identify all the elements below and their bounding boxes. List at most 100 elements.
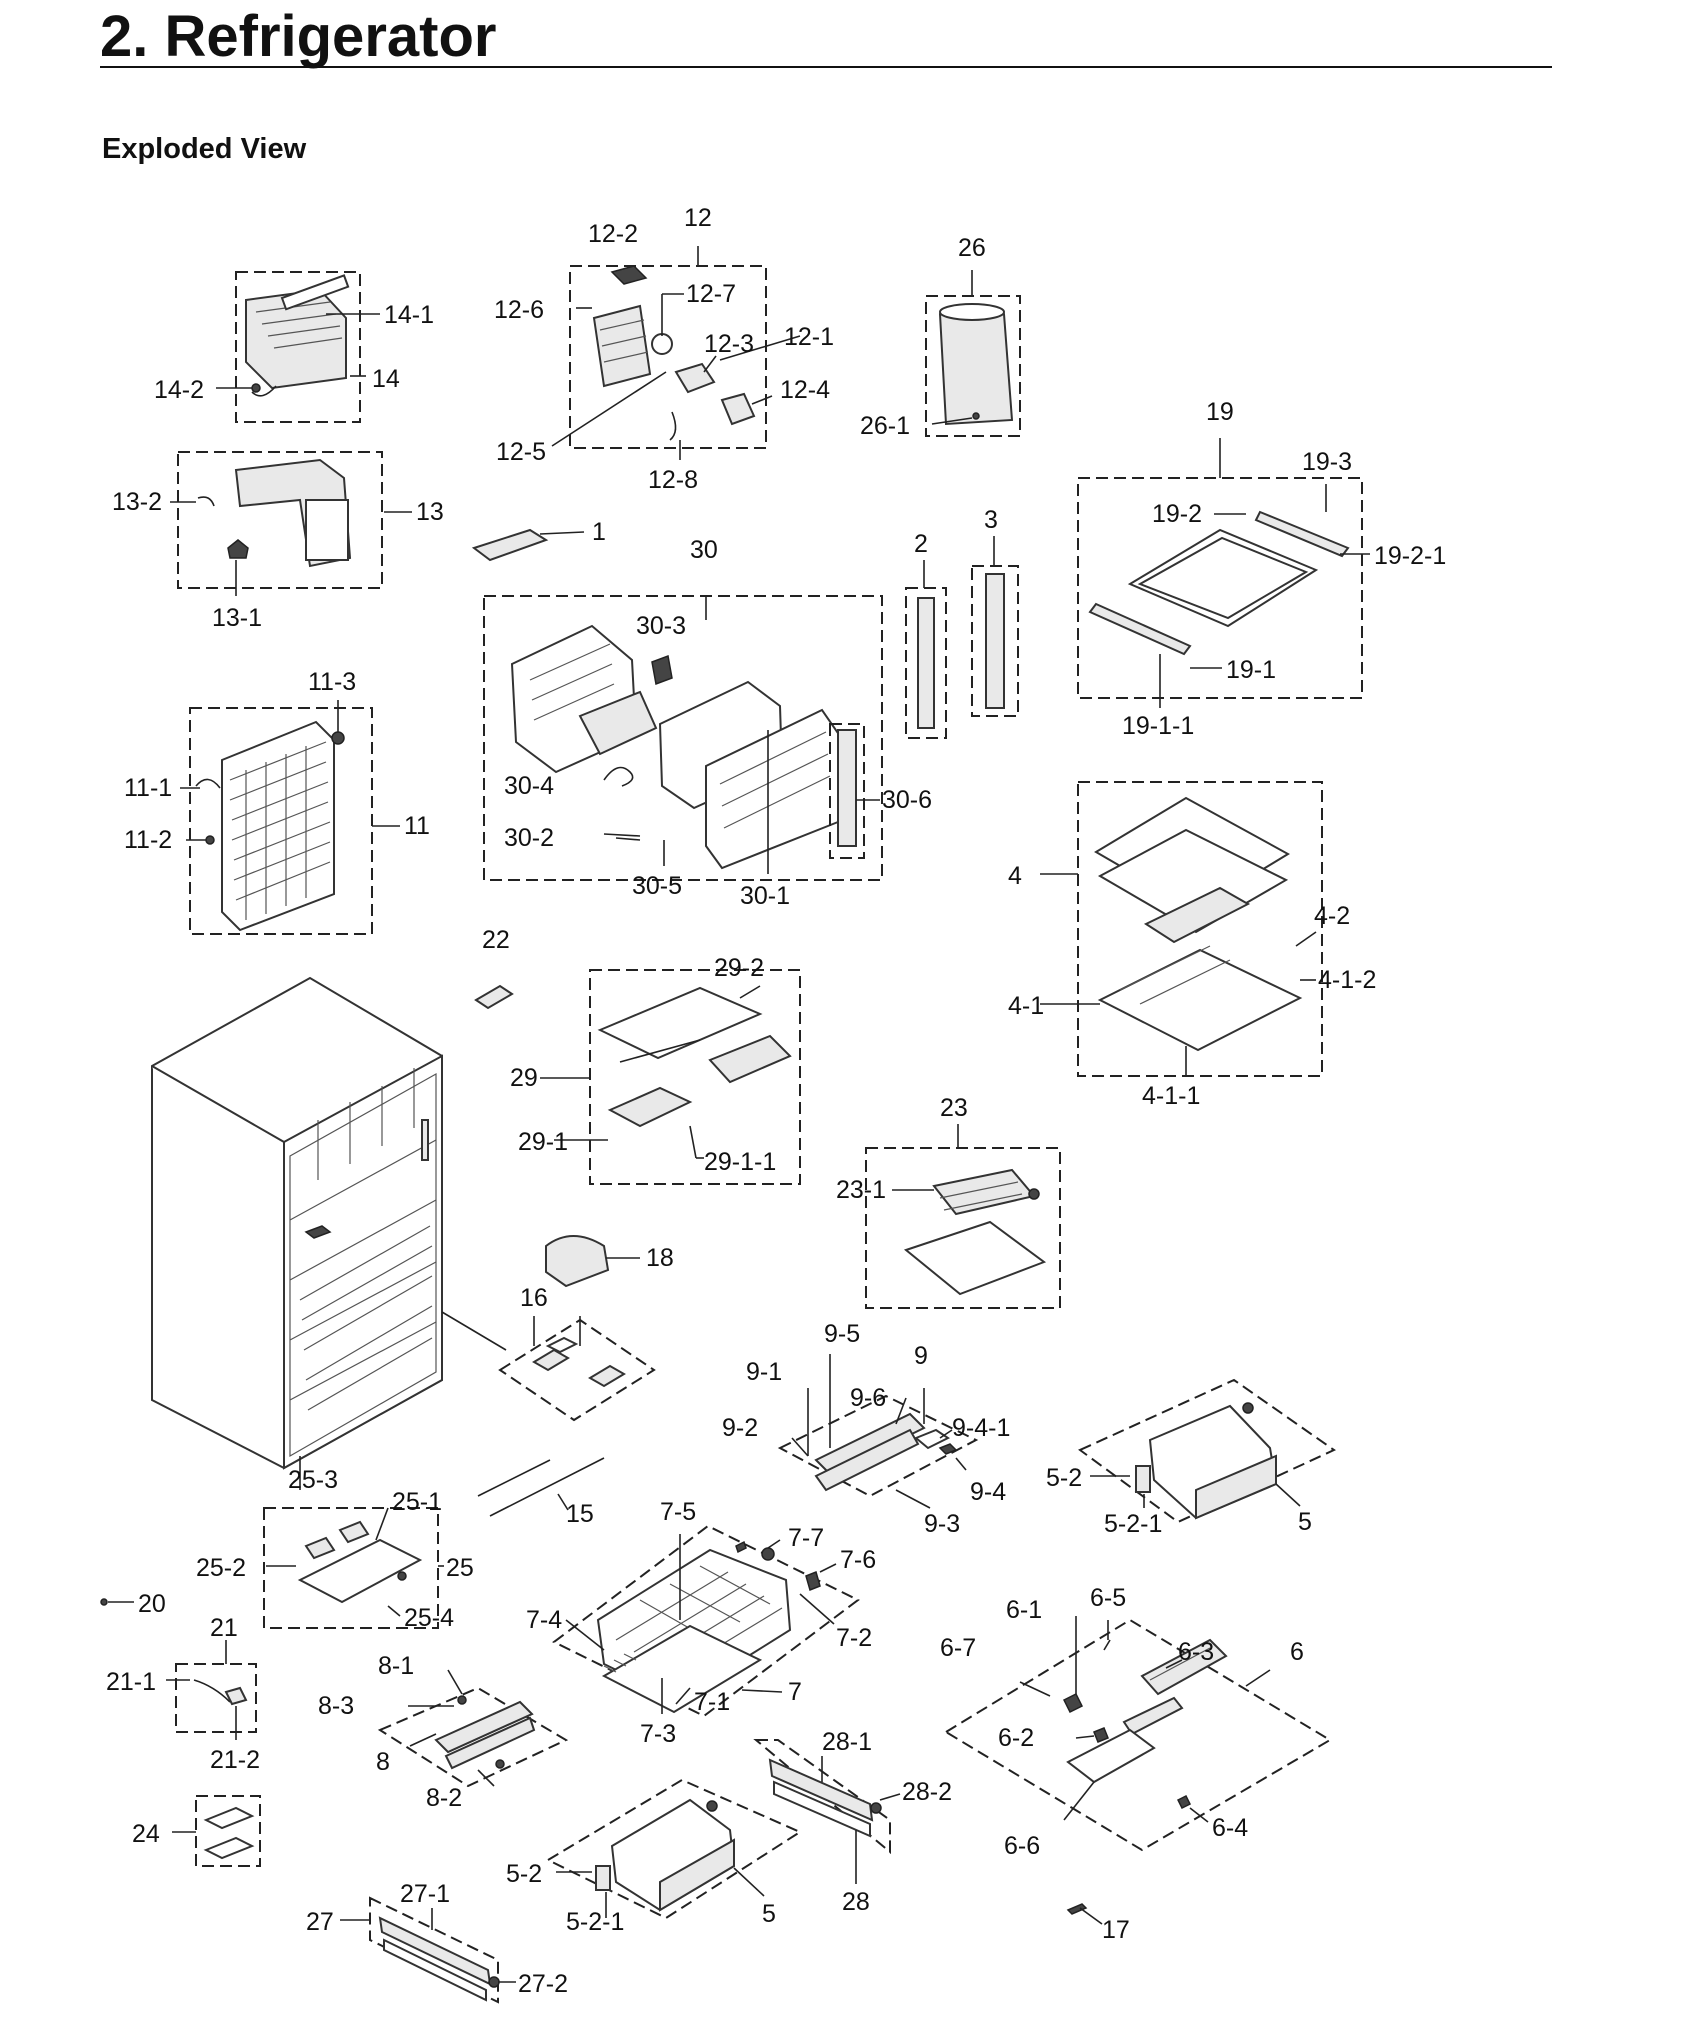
group-4-shelves: 4 4-2 4-1-2 4-1 4-1-1 <box>1008 781 1376 1110</box>
callout-30-2: 30-2 <box>504 824 554 852</box>
callout-6-2: 6-2 <box>998 1724 1034 1752</box>
callout-22: 22 <box>482 926 510 954</box>
callout-13: 13 <box>416 498 444 526</box>
callout-19-3: 19-3 <box>1302 448 1352 476</box>
group-14-ice-maker: 14-1 14 14-2 <box>154 271 434 423</box>
callout-5-2-1-right: 5-2-1 <box>1104 1510 1162 1538</box>
callout-25: 25 <box>446 1554 474 1582</box>
callout-8-3: 8-3 <box>318 1692 354 1720</box>
callout-9-5: 9-5 <box>824 1320 860 1348</box>
group-8: 8-1 8-3 8 8-2 <box>318 1652 569 1812</box>
callout-13-1: 13-1 <box>212 604 262 632</box>
callout-21-2: 21-2 <box>210 1746 260 1774</box>
callout-11-2: 11-2 <box>124 826 172 854</box>
callout-12-5: 12-5 <box>496 438 546 466</box>
callout-19-1: 19-1 <box>1226 656 1276 684</box>
callout-3: 3 <box>984 506 998 534</box>
callout-12-4: 12-4 <box>780 376 830 404</box>
callout-27-2: 27-2 <box>518 1970 568 1998</box>
callout-14-2: 14-2 <box>154 376 204 404</box>
callout-7-3: 7-3 <box>640 1720 676 1748</box>
group-25: 25-1 25-2 25 25-4 <box>196 1488 474 1632</box>
callout-2: 2 <box>914 530 928 558</box>
callout-1: 1 <box>592 518 606 546</box>
callout-11: 11 <box>404 812 430 840</box>
callout-8-1: 8-1 <box>378 1652 414 1680</box>
callout-15: 15 <box>566 1500 594 1528</box>
callout-13-2: 13-2 <box>112 488 162 516</box>
callout-8: 8 <box>376 1748 390 1776</box>
callout-14: 14 <box>372 365 400 393</box>
callout-19-1-1: 19-1-1 <box>1122 712 1194 740</box>
group-23: 23 23-1 <box>836 1094 1061 1309</box>
callout-11-1: 11-1 <box>124 774 172 802</box>
callout-23: 23 <box>940 1094 968 1122</box>
callout-6: 6 <box>1290 1638 1304 1666</box>
callout-28-2: 28-2 <box>902 1778 952 1806</box>
group-5-right: 5-2 5-2-1 5 <box>1046 1378 1336 1538</box>
callout-30-1: 30-1 <box>740 882 790 910</box>
callout-30-4: 30-4 <box>504 772 554 800</box>
part-18-16: 18 16 <box>441 1235 674 1422</box>
callout-4-1-2: 4-1-2 <box>1318 966 1376 994</box>
callout-19: 19 <box>1206 398 1234 426</box>
callout-9-4-1: 9-4-1 <box>952 1414 1010 1442</box>
callout-4-2: 4-2 <box>1314 902 1350 930</box>
callout-26-1: 26-1 <box>860 412 910 440</box>
part-15: 15 <box>477 1457 605 1528</box>
callout-29-2: 29-2 <box>714 954 764 982</box>
group-29-crispers: 29-2 29 29-1 29-1-1 <box>510 954 801 1185</box>
section-subtitle: Exploded View <box>102 133 307 165</box>
callout-12-8: 12-8 <box>648 466 698 494</box>
callout-6-5: 6-5 <box>1090 1584 1126 1612</box>
callout-9-4: 9-4 <box>970 1478 1006 1506</box>
callout-25-3: 25-3 <box>288 1466 338 1494</box>
part-1: 1 <box>471 518 606 562</box>
group-9: 9-5 9 9-1 9-6 9-4-1 9-2 9-4 9-3 <box>722 1320 1010 1538</box>
callout-20: 20 <box>138 1590 166 1618</box>
callout-12-2: 12-2 <box>588 220 638 248</box>
title-rule <box>100 66 1552 68</box>
callout-29: 29 <box>510 1064 538 1092</box>
callout-7-2: 7-2 <box>836 1624 872 1652</box>
callout-12-6: 12-6 <box>494 296 544 324</box>
callout-29-1: 29-1 <box>518 1128 568 1156</box>
callout-27: 27 <box>306 1908 334 1936</box>
part-17: 17 <box>1066 1903 1130 1944</box>
callout-19-2-1: 19-2-1 <box>1374 542 1446 570</box>
callout-25-1: 25-1 <box>392 1488 442 1516</box>
callout-9-3: 9-3 <box>924 1510 960 1538</box>
callout-30-5: 30-5 <box>632 872 682 900</box>
callout-5-bottom: 5 <box>762 1900 776 1928</box>
callout-7: 7 <box>788 1678 802 1706</box>
callout-30: 30 <box>690 536 718 564</box>
parts-2-3-trims: 2 3 <box>905 506 1019 739</box>
callout-7-1: 7-1 <box>694 1688 730 1716</box>
callout-14-1: 14-1 <box>384 301 434 329</box>
callout-6-7: 6-7 <box>940 1634 976 1662</box>
callout-24: 24 <box>132 1820 160 1848</box>
group-19-shelf: 19 19-3 19-2 19-2-1 19-1 19-1-1 <box>1077 398 1446 740</box>
callout-21-1: 21-1 <box>106 1668 156 1696</box>
group-11-evaporator: 11-3 11-1 11-2 11 <box>124 668 430 935</box>
callout-11-3: 11-3 <box>308 668 356 696</box>
callout-4-1: 4-1 <box>1008 992 1044 1020</box>
callout-7-7: 7-7 <box>788 1524 824 1552</box>
page-title: 2. Refrigerator <box>100 4 497 69</box>
callout-28-1: 28-1 <box>822 1728 872 1756</box>
callout-21: 21 <box>210 1614 238 1642</box>
callout-4: 4 <box>1008 862 1022 890</box>
callout-5-2-1-bottom: 5-2-1 <box>566 1908 624 1936</box>
callout-6-6: 6-6 <box>1004 1832 1040 1860</box>
callout-6-1: 6-1 <box>1006 1596 1042 1624</box>
callout-9-2: 9-2 <box>722 1414 758 1442</box>
callout-9: 9 <box>914 1342 928 1370</box>
group-21: 21 21-1 21-2 <box>106 1614 260 1774</box>
callout-25-2: 25-2 <box>196 1554 246 1582</box>
cabinet: 25-3 <box>151 976 443 1494</box>
group-30-evaporator-cover: 30 30-3 30-4 30-6 30-2 30-5 30-1 <box>483 536 932 910</box>
callout-16: 16 <box>520 1284 548 1312</box>
callout-27-1: 27-1 <box>400 1880 450 1908</box>
group-13-ice-bucket: 13-2 13 13-1 <box>112 451 444 632</box>
callout-28: 28 <box>842 1888 870 1916</box>
